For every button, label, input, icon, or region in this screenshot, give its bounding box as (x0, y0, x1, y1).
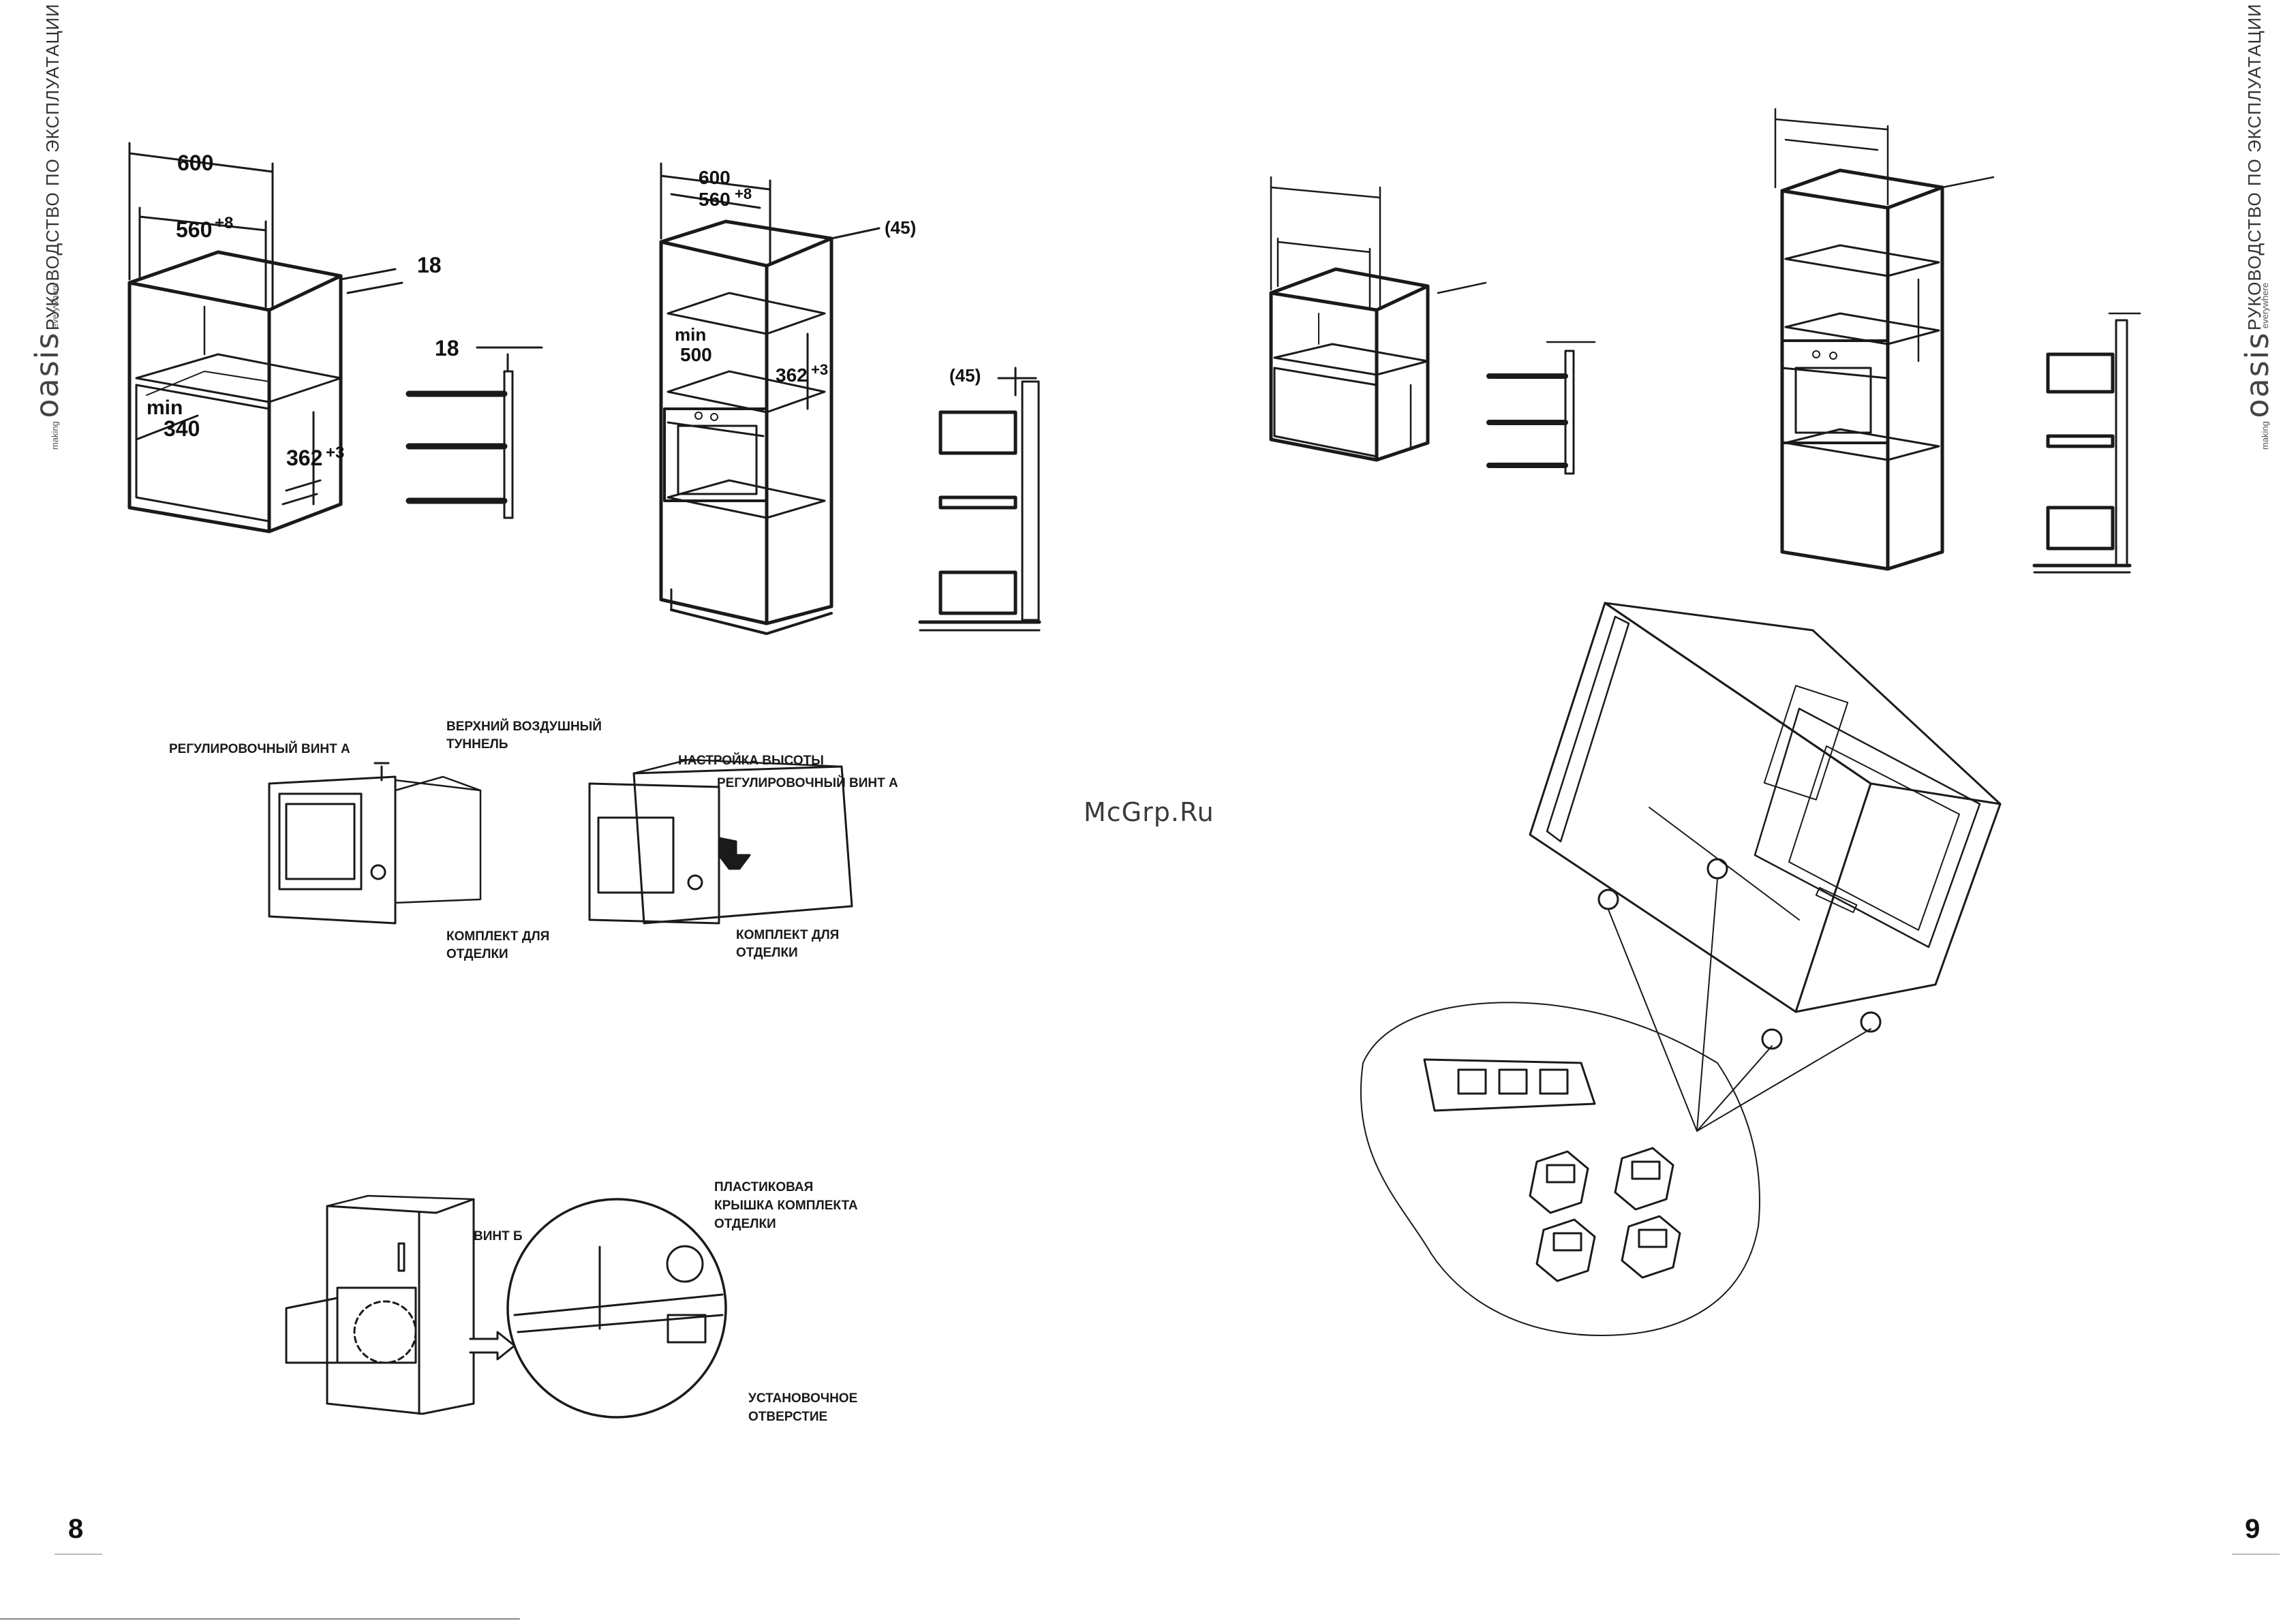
d1-width: 600 (177, 151, 213, 175)
s2-trim-kit-2: ОТДЕЛКИ (736, 946, 798, 960)
install-step-3 (285, 1194, 727, 1419)
s3-screw-b: ВИНТ Б (474, 1229, 523, 1243)
s1-trim-kit-1: КОМПЛЕКТ ДЛЯ (446, 929, 549, 944)
right-side-title: РУКОВОДСТВО ПО ЭКСПЛУАТАЦИИ (2244, 3, 2265, 330)
logo-bottom-text: everywhere (50, 282, 60, 329)
dimension-lines-2 (660, 162, 881, 410)
d2-inner-width: 560 (699, 189, 731, 210)
d2-inner-width-tol: +8 (735, 185, 752, 202)
right-page-rule (2232, 1554, 2280, 1555)
right-page-number: 9 (2245, 1514, 2261, 1544)
logo-bottom-text: everywhere (2260, 282, 2270, 329)
s3-cover-3: ОТДЕЛКИ (714, 1217, 776, 1231)
s1-air-tunnel-2: ТУННЕЛЬ (446, 737, 508, 752)
microwave-bottom-view (1529, 602, 2002, 1050)
d1-side-panel: 18 (435, 336, 459, 360)
s3-hole-1: УСТАНОВОЧНОЕ (748, 1391, 857, 1406)
d2-min-label: min (675, 324, 706, 345)
cabinet-diagram-1 (127, 250, 343, 534)
side-profile-2 (918, 367, 1041, 632)
s3-hole-2: ОТВЕРСТИЕ (748, 1410, 827, 1424)
logo-main-text: oasis (2239, 331, 2276, 418)
dimension-lines-4 (1774, 108, 1995, 362)
d2-height: 362 (776, 365, 808, 386)
tall-cabinet-diagram-2 (659, 219, 833, 635)
cabinet-diagram-3 (1269, 267, 1430, 462)
d2-width: 600 (699, 167, 731, 188)
d1-inner-width: 560 (176, 217, 212, 242)
d2-side-gap: (45) (949, 365, 981, 386)
s2-trim-kit-1: КОМПЛЕКТ ДЛЯ (736, 928, 839, 942)
left-logo: making oasis everywhere (29, 283, 65, 450)
rubber-feet (1529, 1147, 1681, 1282)
tall-cabinet-diagram-4 (1780, 168, 1944, 571)
left-side-title: РУКОВОДСТВО ПО ЭКСПЛУАТАЦИИ (42, 3, 63, 330)
s1-trim-kit-2: ОТДЕЛКИ (446, 947, 508, 961)
side-profile-3 (1486, 341, 1596, 475)
install-step-1 (268, 762, 482, 925)
right-logo: making oasis everywhere (2239, 283, 2276, 450)
side-profile-4 (2032, 312, 2141, 574)
s3-cover-2: КРЫШКА КОМПЛЕКТА (714, 1199, 858, 1213)
watermark: McGrp.Ru (1084, 797, 1214, 827)
left-page-rule (55, 1554, 102, 1555)
mounting-bracket (1423, 1058, 1596, 1112)
dimension-lines-1 (128, 142, 403, 506)
side-profile-1 (405, 346, 543, 519)
logo-top-text: making (2260, 421, 2270, 450)
d1-min-value: 340 (164, 416, 200, 441)
s2-screw-a: РЕГУЛИРОВОЧНЫЙ ВИНТ А (717, 775, 898, 790)
s2-height-adj: НАСТРОЙКА ВЫСОТЫ (678, 753, 824, 768)
install-step-2 (588, 758, 853, 925)
d1-min-label: min (147, 397, 183, 419)
logo-top-text: making (50, 421, 60, 450)
s1-air-tunnel-1: ВЕРХНИЙ ВОЗДУШНЫЙ (446, 719, 602, 734)
bubble-callout (1360, 878, 1871, 1336)
logo-main-text: oasis (29, 331, 65, 418)
d2-gap: (45) (885, 217, 916, 238)
left-page-number: 8 (68, 1514, 84, 1544)
d1-inner-width-tol: +8 (215, 214, 233, 232)
s1-screw-a: РЕГУЛИРОВОЧНЫЙ ВИНТ А (169, 741, 350, 756)
d2-height-tol: +3 (811, 361, 828, 378)
dimension-lines-3 (1270, 176, 1487, 451)
d2-min-value: 500 (680, 344, 712, 365)
s3-cover-1: ПЛАСТИКОВАЯ (714, 1180, 813, 1194)
d1-height: 362 (286, 446, 322, 470)
d1-panel: 18 (417, 253, 442, 277)
d1-height-tol: +3 (326, 444, 344, 462)
